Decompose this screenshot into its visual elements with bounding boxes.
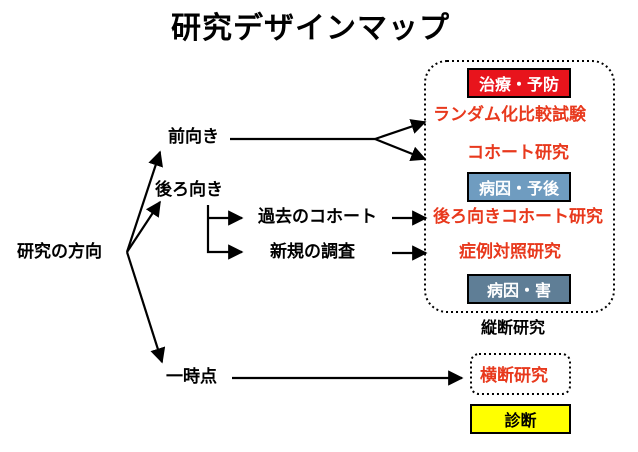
branch-forward: 前向き (168, 127, 219, 147)
arrow-to-backward (126, 200, 161, 253)
backward-bracket (206, 205, 244, 260)
tag-etiology-harm: 病因・害 (467, 274, 571, 304)
design-cohort: コホート研究 (467, 143, 569, 163)
arrow-to-single-time (125, 251, 166, 364)
arrow-to-forward (125, 150, 163, 253)
cross-sectional-group (470, 353, 571, 395)
branch-backward: 後ろ向き (155, 180, 223, 200)
design-cross-sectional: 横断研究 (480, 366, 548, 386)
design-case-control: 症例対照研究 (459, 242, 561, 262)
past-cohort-label: 過去のコホート (258, 207, 377, 227)
page-title: 研究デザインマップ (171, 11, 450, 46)
design-retro-cohort: 後ろ向きコホート研究 (433, 207, 603, 227)
root-label: 研究の方向 (17, 242, 102, 262)
longitudinal-label: 縦断研究 (481, 318, 546, 337)
arrow-to-rct (374, 119, 427, 141)
arrow-to-cohort (374, 137, 427, 162)
new-survey-label: 新規の調査 (270, 242, 355, 262)
tag-diagnosis: 診断 (470, 404, 571, 434)
tag-treatment-prevention: 治療・予防 (467, 68, 571, 98)
branch-single-time: 一時点 (166, 367, 217, 387)
tag-etiology-prevention: 病因・予後 (467, 172, 571, 202)
design-rct: ランダム化比較試験 (433, 105, 586, 125)
